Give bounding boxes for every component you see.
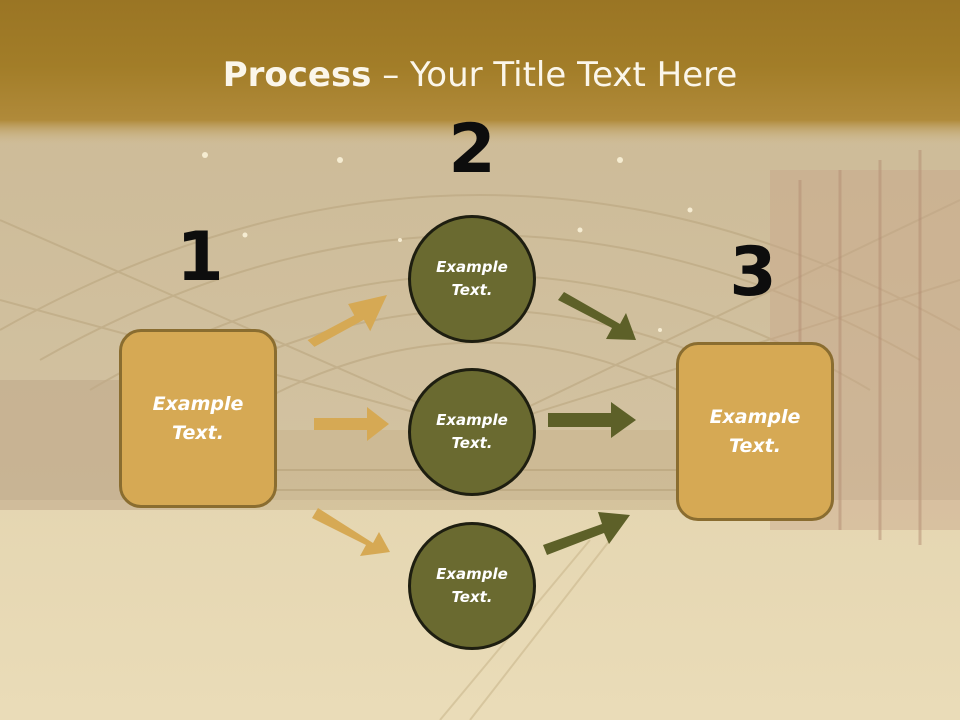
step-number-3: 3 (729, 233, 777, 312)
slide-title: Process – Your Title Text Here (0, 52, 960, 98)
step-circle-middle: Example Text. (408, 368, 536, 496)
arrow-left-to-bottom (312, 508, 390, 556)
step-circle-bottom: Example Text. (408, 522, 536, 650)
step-circle-top-label: Example Text. (436, 258, 508, 299)
step-circle-top: Example Text. (408, 215, 536, 343)
title-rest: – Your Title Text Here (371, 55, 738, 95)
step-number-1: 1 (176, 218, 224, 297)
step-box-left: Example Text. (119, 329, 277, 508)
arrow-bottom-to-right (543, 512, 630, 555)
step-box-right: Example Text. (676, 342, 834, 521)
step-circle-bottom-label: Example Text. (436, 565, 508, 606)
step-circle-middle-label: Example Text. (436, 411, 508, 452)
arrow-left-to-top (307, 295, 387, 347)
step-box-left-label: Example Text. (152, 392, 244, 444)
step-box-right-label: Example Text. (709, 405, 801, 457)
arrow-top-to-right (558, 292, 636, 340)
arrow-left-to-middle (314, 407, 389, 441)
title-bold: Process (222, 55, 372, 95)
step-number-2: 2 (448, 110, 496, 189)
arrow-middle-to-right (548, 402, 636, 438)
